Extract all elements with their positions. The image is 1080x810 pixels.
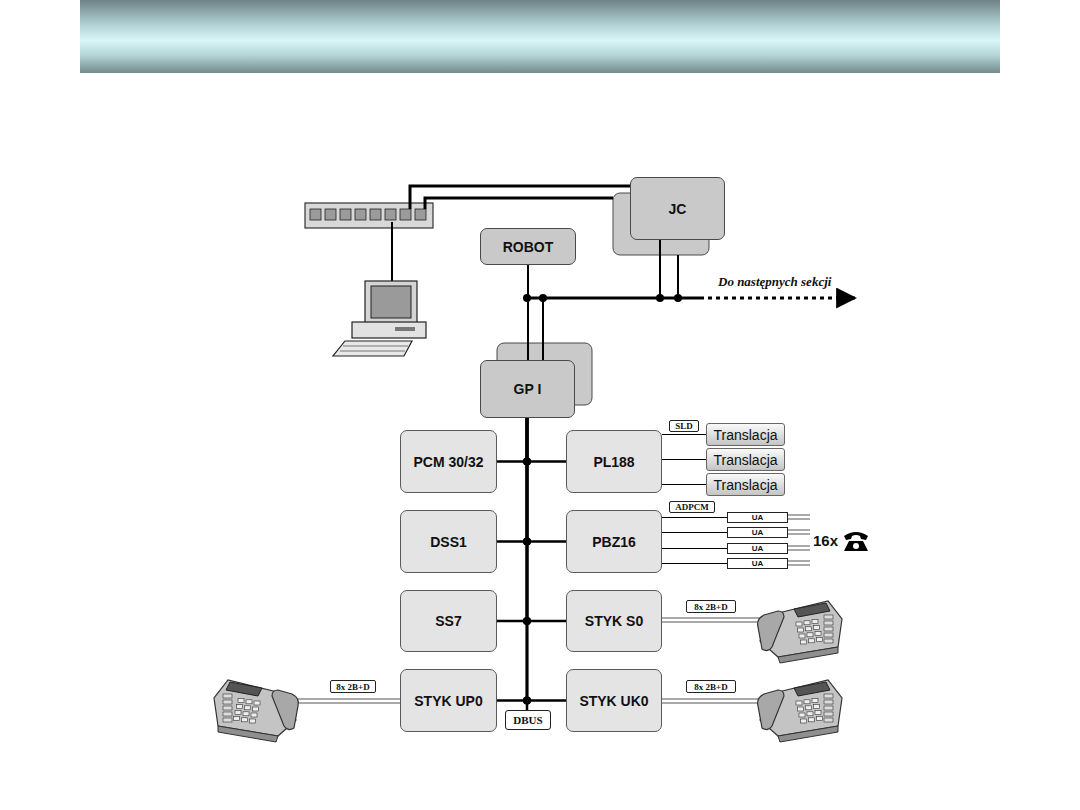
lan-cable (391, 222, 393, 281)
node-text: STYK UP0 (414, 693, 482, 709)
bus-connector (497, 418, 527, 621)
node-text: 8x 2B+D (694, 602, 727, 612)
node-text: UA (752, 528, 764, 537)
subscriber-unit: UA (727, 558, 788, 569)
node-text: STYK S0 (585, 613, 643, 629)
count-label: 16x (813, 532, 838, 549)
lan-cable (410, 186, 630, 209)
module-box: DSS1 (400, 510, 497, 573)
bus-connector (497, 418, 527, 542)
node-text: DBUS (513, 714, 542, 726)
junction-dot (523, 697, 531, 705)
controller-box: JC (630, 177, 725, 240)
line-connector (662, 517, 727, 518)
isdn-lines (298, 618, 762, 703)
junction-dot (523, 697, 531, 705)
node-text: Translacja (713, 477, 777, 493)
junction-dot (523, 538, 531, 546)
channel-tag: 8x 2B+D (686, 600, 736, 613)
bus-connector (527, 418, 566, 542)
bus-label: DBUS (505, 710, 551, 730)
line-connector (662, 532, 727, 533)
processor-box: GP I (480, 360, 575, 418)
line-connector (662, 459, 706, 460)
node-text: PL188 (593, 454, 634, 470)
junction-dot (674, 294, 682, 302)
node-text: UA (752, 544, 764, 553)
interface-box: STYK UP0 (400, 669, 497, 732)
isdn-phone-icon (214, 680, 298, 742)
junction-dot (523, 617, 531, 625)
line-connector (662, 434, 706, 435)
bus-connector (497, 418, 527, 701)
signal-tag: ADPCM (669, 501, 715, 513)
lan-cable (425, 198, 613, 209)
junction-dot (523, 458, 531, 466)
channel-tag: 8x 2B+D (330, 680, 376, 693)
channel-tag: 8x 2B+D (686, 680, 736, 693)
subscriber-unit: UA (727, 543, 788, 554)
interface-box: STYK S0 (566, 590, 662, 652)
node-text: 8x 2B+D (694, 682, 727, 692)
module-box: PCM 30/32 (400, 430, 497, 493)
bus-connector (497, 418, 527, 462)
isdn-phone-icon (758, 680, 842, 742)
bus-connector (527, 418, 566, 701)
bus-note: Do następnych sekcji (718, 274, 831, 290)
bus-connector (527, 418, 566, 462)
interface-box: STYK UK0 (566, 669, 662, 732)
node-text: ROBOT (503, 239, 554, 255)
node-text: GP I (514, 381, 542, 397)
isdn-phone-icon (758, 601, 842, 663)
node-text: JC (669, 201, 687, 217)
junction-dot (523, 458, 531, 466)
translation-box: Translacja (706, 423, 785, 446)
node-text: UA (752, 513, 764, 522)
translation-box: Translacja (706, 448, 785, 471)
translation-box: Translacja (706, 473, 785, 496)
junction-dot (523, 617, 531, 625)
node-text: PBZ16 (592, 534, 636, 550)
node-text: ADPCM (675, 502, 709, 512)
jc-bus-link (677, 255, 679, 298)
node-text: 8x 2B+D (336, 682, 369, 692)
header-band (80, 0, 1000, 73)
subscriber-unit: UA (727, 512, 788, 523)
subscriber-unit: UA (727, 527, 788, 538)
line-connector (662, 484, 706, 485)
line-connector (662, 563, 727, 564)
node-text: PCM 30/32 (413, 454, 483, 470)
network-switch (305, 203, 433, 228)
computer-icon (333, 281, 426, 356)
module-box: PBZ16 (566, 510, 662, 573)
node-text: UA (752, 559, 764, 568)
node-text: SLD (675, 421, 693, 431)
phone-icon (844, 532, 868, 551)
node-text: DSS1 (430, 534, 467, 550)
module-box: SS7 (400, 590, 497, 652)
bus-connector (527, 418, 566, 621)
node-text: Translacja (713, 452, 777, 468)
junction-dot (523, 538, 531, 546)
node-text: Translacja (713, 427, 777, 443)
signal-tag: SLD (669, 420, 699, 432)
subscriber-lines (788, 515, 810, 565)
line-connector (662, 548, 727, 549)
robot-box: ROBOT (480, 228, 576, 265)
bus-connector (527, 265, 529, 360)
section-bus-continuation (700, 297, 855, 300)
module-box: PL188 (566, 430, 662, 493)
node-text: SS7 (435, 613, 461, 629)
node-text: STYK UK0 (579, 693, 648, 709)
